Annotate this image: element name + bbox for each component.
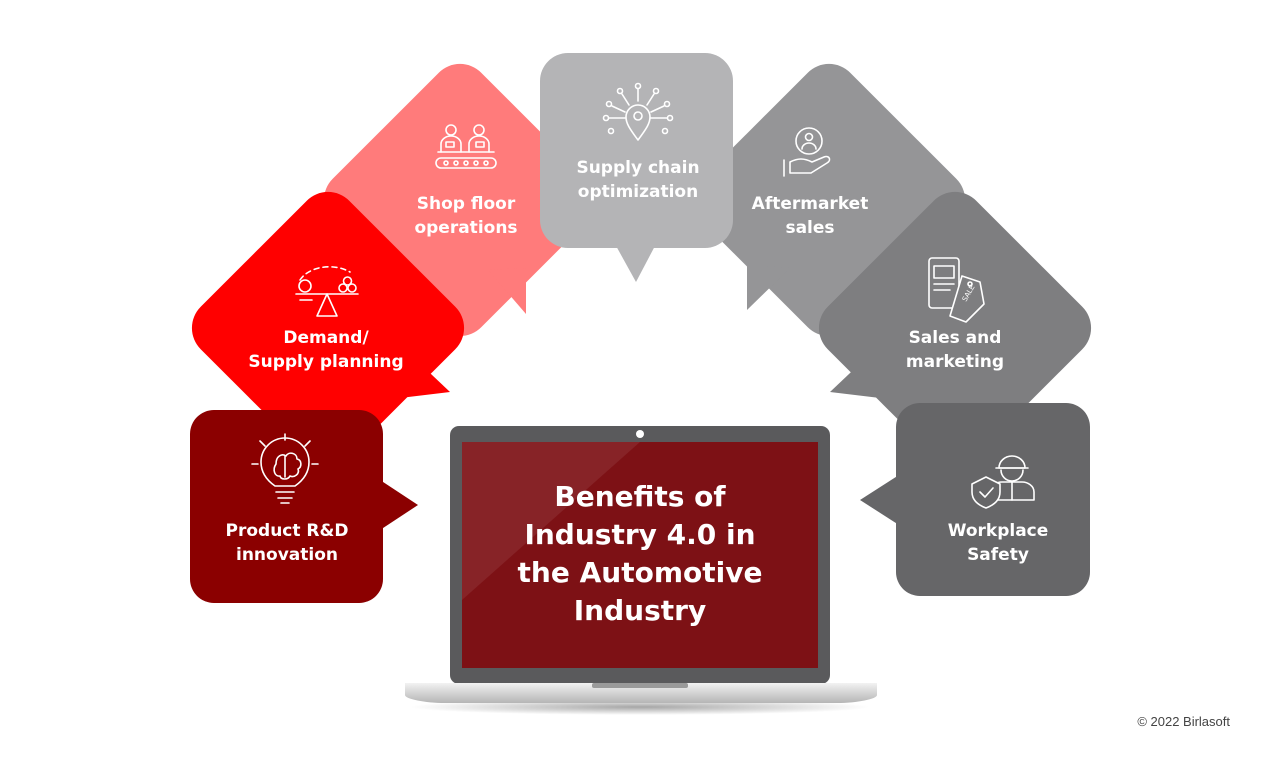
screen-glare — [462, 442, 640, 600]
location-network-icon — [602, 82, 674, 141]
sales-bubble — [818, 191, 1092, 465]
diagram-title-line-2: Industry 4.0 in — [524, 518, 755, 551]
demand-label-line-2: Supply planning — [248, 352, 403, 372]
webcam-dot — [636, 430, 644, 438]
node-workplace-safety: Workplace Safety — [860, 403, 1090, 596]
copyright-text: © 2022 Birlasoft — [1137, 714, 1230, 729]
node-demand-supply-planning: Demand/ Supply planning — [191, 191, 465, 465]
rnd-label-line-1: Product R&D — [226, 521, 349, 541]
supply-chain-bubble — [540, 53, 733, 282]
demand-bubble — [191, 191, 465, 465]
rnd-label-line-2: innovation — [236, 545, 338, 565]
workers-conveyor-icon — [435, 124, 497, 169]
safety-worker-icon — [971, 455, 1035, 509]
laptop-base — [405, 683, 877, 703]
brain-bulb-icon — [251, 433, 319, 504]
hand-customer-icon — [783, 127, 831, 177]
diagram-title-line-1: Benefits of — [554, 480, 726, 513]
laptop-screen — [462, 442, 818, 668]
safety-label-line-1: Workplace — [948, 521, 1049, 541]
node-sales-and-marketing: SALE Sales and marketing — [818, 191, 1092, 465]
sales-label-line-2: marketing — [906, 352, 1004, 372]
rnd-bubble — [190, 410, 418, 603]
laptop-hinge — [592, 683, 688, 688]
sales-label-line-1: Sales and — [909, 328, 1002, 348]
aftermarket-label-line-2: sales — [785, 218, 834, 238]
node-supply-chain-optimization: Supply chain optimization — [540, 53, 733, 282]
node-product-rnd-innovation: Product R&D innovation — [190, 410, 418, 603]
supply-chain-label-line-2: optimization — [578, 182, 698, 202]
demand-label-line-1: Demand/ — [283, 328, 369, 348]
diagram-title-line-3: the Automotive — [518, 556, 763, 589]
sale-tag-icon: SALE — [928, 257, 985, 323]
diagram-title-line-4: Industry — [574, 594, 706, 627]
supply-chain-label-line-1: Supply chain — [576, 158, 699, 178]
safety-label-line-2: Safety — [967, 545, 1029, 565]
shop-floor-label-line-2: operations — [414, 218, 517, 238]
aftermarket-label-line-1: Aftermarket — [752, 194, 869, 214]
balance-scale-icon — [295, 265, 359, 317]
laptop: Benefits of Industry 4.0 in the Automoti… — [405, 426, 877, 715]
shop-floor-label-line-1: Shop floor — [417, 194, 516, 214]
